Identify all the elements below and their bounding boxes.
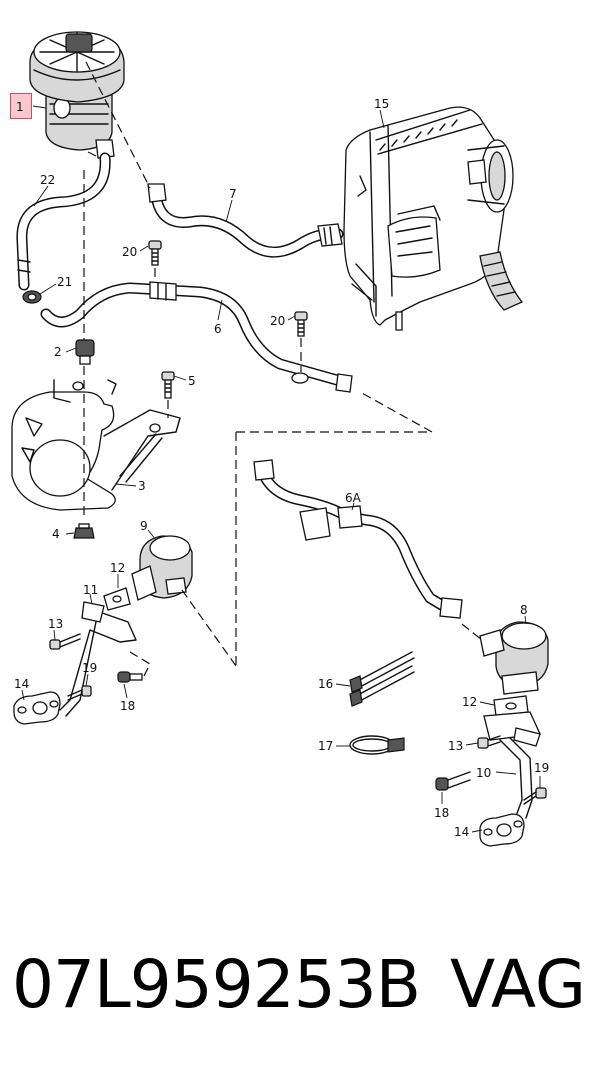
combination-valve-8[interactable]: [479, 621, 549, 695]
leader-14a: [21, 689, 25, 701]
cable-tie-16[interactable]: [349, 651, 415, 707]
label-6a: 6A: [345, 491, 362, 505]
label-13a: 13: [48, 617, 63, 631]
bolt-13-left[interactable]: [49, 633, 81, 650]
label-17: 17: [318, 739, 333, 753]
label-12a: 12: [110, 561, 125, 575]
bracket-3[interactable]: [11, 379, 181, 511]
label-18a: 18: [120, 699, 135, 713]
label-1: 1: [16, 100, 24, 114]
label-21: 21: [57, 275, 72, 289]
label-2: 2: [54, 345, 62, 359]
leader-5: [173, 375, 187, 381]
label-11: 11: [83, 583, 98, 597]
secondary-air-pump[interactable]: [29, 31, 125, 159]
bolt-19-left[interactable]: [67, 685, 92, 701]
label-7: 7: [229, 187, 237, 201]
label-22: 22: [40, 173, 55, 187]
label-19b: 19: [534, 761, 549, 775]
hose-22[interactable]: [16, 152, 111, 291]
bolt-20-b[interactable]: [294, 311, 308, 337]
leader-22: [33, 185, 49, 207]
hose-6[interactable]: [40, 281, 353, 393]
label-16: 16: [318, 677, 333, 691]
leader-10: [495, 771, 517, 775]
hose-6a[interactable]: [253, 459, 463, 619]
leader-13a: [53, 629, 56, 641]
leader-6a: [351, 502, 355, 511]
leader-9: [147, 529, 157, 541]
label-18b: 18: [434, 806, 449, 820]
label-20a: 20: [122, 245, 137, 259]
label-6: 6: [214, 322, 222, 336]
leader-7: [225, 199, 233, 223]
label-20b: 20: [270, 314, 285, 328]
label-10: 10: [476, 766, 491, 780]
bolt-18-left[interactable]: [117, 671, 143, 683]
nut-4[interactable]: [73, 523, 95, 539]
leader-20b: [287, 315, 296, 321]
leader-6: [217, 299, 223, 321]
brand-name: VAG: [449, 946, 586, 1023]
bolt-18-right[interactable]: [435, 771, 471, 791]
bolt-5[interactable]: [161, 371, 175, 399]
bolt-19-right[interactable]: [523, 787, 547, 805]
label-9: 9: [140, 519, 148, 533]
air-filter-housing-15[interactable]: [343, 106, 524, 331]
gasket-12-left[interactable]: [103, 587, 131, 611]
footer: 07L959253B VAG: [0, 935, 600, 1035]
leader-20a: [139, 245, 149, 252]
leader-12b: [479, 701, 495, 706]
leader-18a: [123, 683, 128, 699]
bolt-20-a[interactable]: [148, 240, 162, 266]
flange-14-right[interactable]: [479, 813, 525, 847]
exploded-parts-diagram: 22 21 7 15: [11, 31, 549, 847]
leader-16: [335, 683, 351, 687]
hose-7[interactable]: [147, 183, 344, 258]
nut-2[interactable]: [75, 339, 95, 365]
combination-valve-9[interactable]: [131, 535, 193, 601]
leader-14b: [471, 829, 483, 833]
leader-11: [89, 593, 93, 605]
label-14b: 14: [454, 825, 469, 839]
hose-clamp-17[interactable]: [349, 735, 405, 755]
flange-14-left[interactable]: [13, 691, 61, 725]
leader-4: [65, 532, 75, 535]
leader-3: [115, 483, 137, 487]
label-13b: 13: [448, 739, 463, 753]
leader-8: [524, 615, 527, 625]
label-15: 15: [374, 97, 389, 111]
label-8: 8: [520, 603, 528, 617]
highlight-box: [10, 93, 32, 119]
pipe-10[interactable]: [483, 711, 541, 819]
label-12b: 12: [462, 695, 477, 709]
label-14a: 14: [14, 677, 29, 691]
leader-21: [39, 283, 57, 295]
clip-21[interactable]: [22, 290, 42, 304]
pipe-11[interactable]: [59, 601, 137, 717]
leader-19a: [85, 673, 89, 687]
label-5: 5: [188, 374, 196, 388]
label-19a: 19: [82, 661, 97, 675]
leader-13b: [465, 742, 479, 746]
leader-2: [65, 347, 77, 353]
leader-15: [379, 109, 385, 129]
leader-1: [32, 105, 47, 109]
part-number: 07L959253B: [12, 946, 421, 1023]
label-3: 3: [138, 479, 146, 493]
label-4: 4: [52, 527, 60, 541]
